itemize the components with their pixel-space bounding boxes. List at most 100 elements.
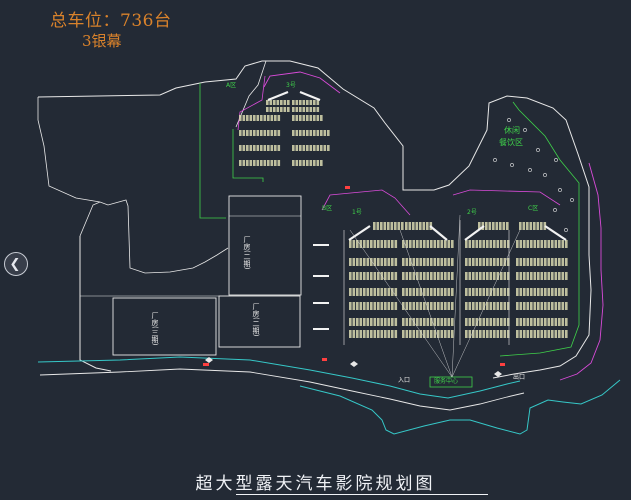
- screen-1-left-wing: [348, 225, 371, 241]
- parking-stall: [447, 258, 451, 266]
- west-edge: [79, 236, 112, 372]
- parking-stall: [419, 288, 423, 296]
- parking-stall: [561, 302, 565, 310]
- parking-stall: [267, 130, 270, 136]
- parking-stall: [373, 272, 377, 280]
- parking-stall: [523, 302, 526, 310]
- parking-stall: [554, 240, 558, 248]
- parking-stall: [544, 258, 547, 266]
- entrance-label: 入口: [398, 377, 411, 384]
- parking-stall: [430, 272, 433, 280]
- parking-stall: [387, 288, 391, 296]
- parking-stall: [496, 272, 500, 280]
- parking-stall: [475, 330, 479, 338]
- parking-stall: [401, 222, 404, 230]
- parking-stall: [554, 272, 558, 280]
- parking-stall: [352, 288, 356, 296]
- parking-stall: [359, 258, 363, 266]
- prev-image-button[interactable]: ❮: [4, 252, 28, 276]
- parking-stall: [287, 107, 290, 112]
- parking-stall: [352, 272, 356, 280]
- parking-stall: [451, 272, 454, 280]
- parking-stall: [387, 222, 390, 230]
- parking-stall: [416, 318, 419, 326]
- parking-stall: [523, 318, 526, 326]
- parking-stall: [391, 330, 394, 338]
- stall-block-e2-r3: [516, 288, 568, 296]
- landscape-trees: [493, 118, 574, 232]
- parking-stall: [440, 272, 444, 280]
- parking-stall: [475, 288, 479, 296]
- parking-stall: [533, 272, 537, 280]
- stall-block-e2-r5: [516, 318, 568, 326]
- parking-stall: [433, 318, 437, 326]
- parking-stall: [356, 288, 359, 296]
- parking-stall: [377, 318, 380, 326]
- parking-stall: [479, 302, 482, 310]
- parking-stall: [468, 240, 472, 248]
- stall-block-north-a: [266, 100, 290, 112]
- parking-stall: [465, 288, 468, 296]
- parking-stall: [430, 288, 433, 296]
- screen-3-right-wing: [299, 90, 321, 102]
- warehouse-label-s: 厂房(二期): [252, 303, 260, 337]
- tree-marker: [558, 188, 562, 192]
- parking-stall: [267, 145, 270, 151]
- parking-stall: [554, 330, 558, 338]
- parking-stall: [373, 258, 377, 266]
- parking-stall: [507, 302, 510, 310]
- parking-stall: [384, 288, 387, 296]
- warehouse-label-sw: 厂房(三期): [151, 312, 159, 346]
- gate-marker-4: [313, 328, 329, 330]
- parking-stall: [239, 145, 242, 151]
- parking-stall: [540, 302, 544, 310]
- parking-stall: [313, 160, 316, 166]
- parking-stall: [565, 258, 568, 266]
- parking-stall: [523, 272, 526, 280]
- parking-stall: [239, 160, 242, 166]
- parking-stall: [426, 258, 430, 266]
- parking-stall: [384, 240, 387, 248]
- parking-stall: [468, 288, 472, 296]
- parking-stall: [530, 302, 533, 310]
- parking-stall: [306, 160, 309, 166]
- parking-stall: [475, 318, 479, 326]
- parking-stall: [522, 222, 526, 230]
- parking-stall: [482, 288, 486, 296]
- parking-stall: [380, 330, 384, 338]
- parking-stall: [537, 318, 540, 326]
- parking-stall: [530, 330, 533, 338]
- parking-stall: [547, 272, 551, 280]
- parking-stall: [263, 145, 267, 151]
- parking-stall: [363, 288, 366, 296]
- parking-stall: [479, 330, 482, 338]
- east-road: [559, 162, 604, 381]
- stall-block-e1-r4: [402, 302, 454, 310]
- parking-stall: [419, 330, 423, 338]
- parking-stall: [540, 240, 544, 248]
- parking-stall: [370, 258, 373, 266]
- parking-stall: [409, 240, 412, 248]
- stall-block-e2-l6: [465, 330, 510, 338]
- title-underline: [236, 494, 488, 495]
- parking-stall: [387, 258, 391, 266]
- parking-stall: [391, 288, 394, 296]
- parking-stall: [320, 160, 323, 166]
- parking-stall: [302, 130, 306, 136]
- parking-stall: [242, 130, 246, 136]
- parking-stall: [516, 240, 519, 248]
- parking-stall: [485, 222, 488, 230]
- stall-block-e2-r1: [516, 258, 568, 266]
- parking-stall: [239, 130, 242, 136]
- parking-stall: [440, 318, 444, 326]
- stall-block-e1-top: [373, 222, 404, 230]
- parking-stall: [295, 100, 299, 105]
- parking-stall: [465, 302, 468, 310]
- parking-stall: [246, 115, 249, 121]
- parking-stall: [402, 330, 405, 338]
- parking-stall: [482, 272, 486, 280]
- exit-label: 出口: [513, 374, 526, 381]
- parking-stall: [486, 240, 489, 248]
- parking-stall: [269, 107, 273, 112]
